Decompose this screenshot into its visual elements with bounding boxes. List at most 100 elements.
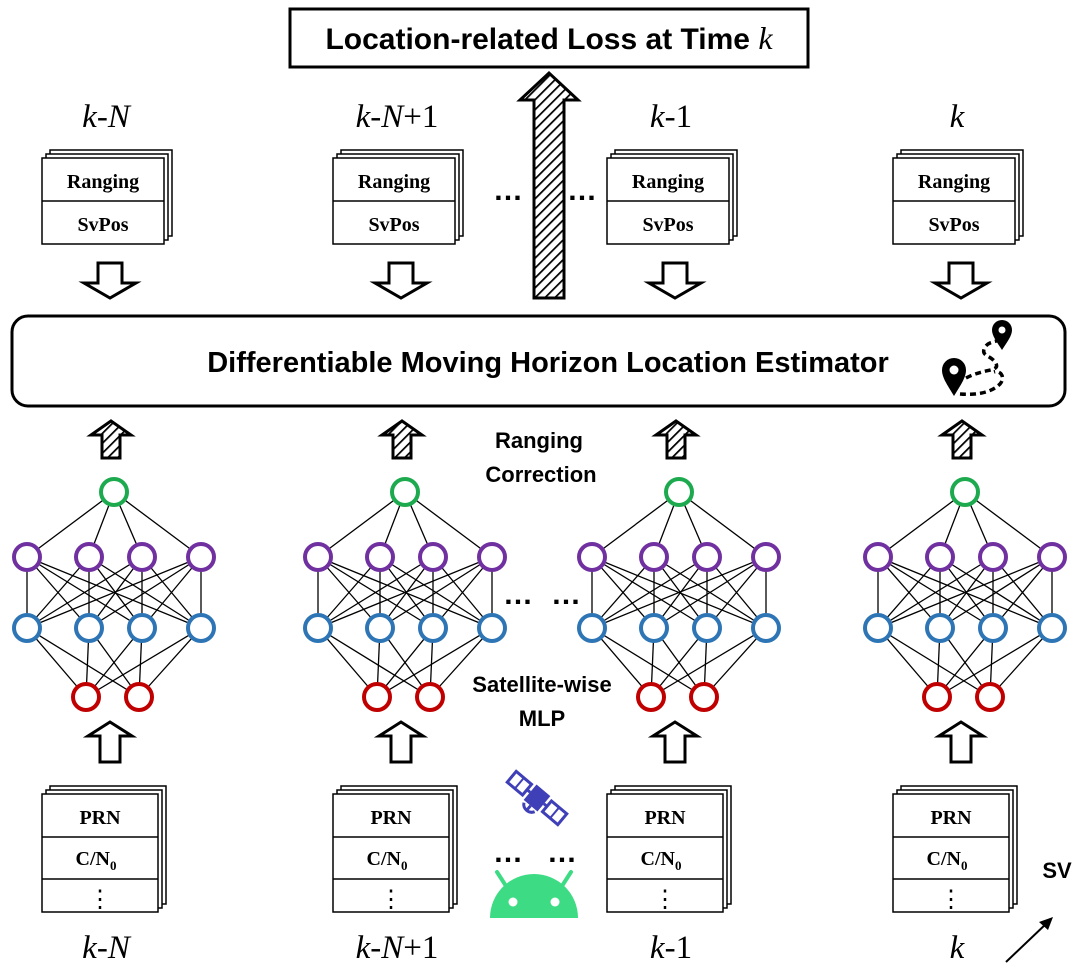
hidden1-node-3-2 (978, 613, 1008, 643)
mlp-network-2 (577, 477, 781, 712)
prn-label-3: PRN (930, 807, 972, 829)
ellipsis-top-left: … (493, 174, 523, 207)
input-card-2-front (606, 793, 724, 913)
ranging-label-0: Ranging (67, 171, 139, 193)
prn-label-0: PRN (79, 807, 121, 829)
ranging-correction-label-2: Correction (485, 462, 596, 487)
input-node-0-1 (124, 682, 154, 712)
hidden1-node-0-2 (127, 613, 157, 643)
hidden1-node-2-2 (692, 613, 722, 643)
loss-box-var: k (758, 20, 773, 56)
hidden2-node-2-1 (639, 542, 669, 572)
input-card-1-front (332, 793, 450, 913)
input-card-3-front (892, 793, 1010, 913)
input-node-3-0 (922, 682, 952, 712)
vdots-0: ⋮ (88, 887, 112, 913)
sv-axis: SV (1005, 858, 1072, 963)
hidden2-node-0-2 (127, 542, 157, 572)
estimator-label: Differentiable Moving Horizon Location E… (207, 347, 889, 379)
mlp-network-0 (12, 477, 216, 712)
mlp-label-2: MLP (519, 706, 565, 731)
hidden2-node-3-1 (925, 542, 955, 572)
time-label-top-1: k-N+1 (356, 99, 439, 135)
time-label-bottom-2: k-1 (650, 930, 692, 966)
svpos-label-0: SvPos (77, 214, 128, 236)
mlp-network-1 (303, 477, 507, 712)
hidden2-node-1-2 (418, 542, 448, 572)
input-up-arrow-3 (933, 720, 989, 764)
hidden1-node-0-3 (186, 613, 216, 643)
time-label-bottom-3: k (950, 930, 966, 966)
input-up-arrow-0 (82, 720, 138, 764)
loss-box: Location-related Loss at Time k (288, 7, 810, 69)
input-node-2-0 (636, 682, 666, 712)
output-node-0-0 (99, 477, 129, 507)
ranging-correction-label-1: Ranging (495, 428, 583, 453)
cn0-label-3: C/N0 (927, 848, 968, 873)
input-node-1-1 (415, 682, 445, 712)
hidden2-node-0-3 (186, 542, 216, 572)
loss-up-arrow (516, 70, 582, 300)
vdots-1: ⋮ (379, 887, 403, 913)
hidden1-node-1-0 (303, 613, 333, 643)
output-node-3-0 (950, 477, 980, 507)
hidden2-node-1-3 (477, 542, 507, 572)
hidden2-node-0-1 (74, 542, 104, 572)
input-node-0-0 (71, 682, 101, 712)
input-node-1-0 (362, 682, 392, 712)
hidden1-node-3-3 (1037, 613, 1067, 643)
hidden1-node-0-1 (74, 613, 104, 643)
columns-layer: k-NRangingSvPosPRNC/N0⋮k-Nk-N+1RangingSv… (12, 99, 1067, 966)
hidden2-node-2-0 (577, 542, 607, 572)
ellipsis-top-right: … (567, 174, 597, 207)
down-arrow-2 (643, 261, 707, 300)
ellipsis-bottom-left: … (493, 836, 523, 869)
svpos-label-3: SvPos (928, 214, 979, 236)
loss-box-label: Location-related Loss at Time (325, 23, 758, 56)
prn-label-1: PRN (370, 807, 412, 829)
hidden1-node-3-1 (925, 613, 955, 643)
ellipsis-mid-right: … (551, 578, 581, 611)
correction-arrow-3 (937, 419, 987, 460)
cn0-label-2: C/N0 (641, 848, 682, 873)
ellipsis-mid-left: … (503, 578, 533, 611)
correction-arrow-2 (651, 419, 701, 460)
prn-label-2: PRN (644, 807, 686, 829)
hidden1-node-1-2 (418, 613, 448, 643)
down-arrow-1 (369, 261, 433, 300)
ranging-label-1: Ranging (358, 171, 430, 193)
svpos-label-2: SvPos (642, 214, 693, 236)
input-node-2-1 (689, 682, 719, 712)
hidden1-node-2-3 (751, 613, 781, 643)
hidden2-node-1-1 (365, 542, 395, 572)
down-arrow-3 (929, 261, 993, 300)
cn0-label-1: C/N0 (367, 848, 408, 873)
hidden1-node-2-0 (577, 613, 607, 643)
hidden1-node-1-3 (477, 613, 507, 643)
route-pins-icon (942, 320, 1012, 397)
input-card-0-front (41, 793, 159, 913)
time-label-bottom-0: k-N (82, 930, 132, 966)
estimator-box: Differentiable Moving Horizon Location E… (10, 314, 1067, 408)
sv-label: SV (1042, 858, 1072, 883)
time-label-bottom-1: k-N+1 (356, 930, 439, 966)
ellipsis-bottom-right: … (547, 836, 577, 869)
mlp-network-3 (863, 477, 1067, 712)
input-up-arrow-2 (647, 720, 703, 764)
ranging-label-3: Ranging (918, 171, 990, 193)
hidden1-node-2-1 (639, 613, 669, 643)
svpos-label-1: SvPos (368, 214, 419, 236)
hidden2-node-2-3 (751, 542, 781, 572)
vdots-3: ⋮ (939, 887, 963, 913)
satellite-icon (505, 769, 569, 827)
time-label-top-3: k (950, 99, 966, 135)
time-label-top-2: k-1 (650, 99, 692, 135)
android-icon (490, 870, 578, 918)
hidden1-node-0-0 (12, 613, 42, 643)
input-node-3-1 (975, 682, 1005, 712)
